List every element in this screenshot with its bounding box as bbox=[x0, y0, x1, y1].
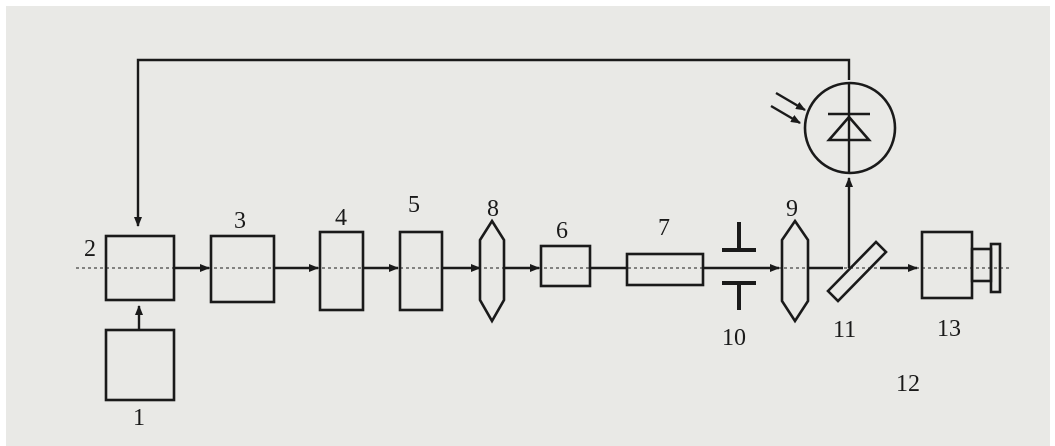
element-7-box bbox=[625, 252, 705, 287]
label-2: 2 bbox=[84, 236, 96, 262]
label-10: 10 bbox=[722, 325, 746, 351]
label-7: 7 bbox=[658, 215, 670, 241]
element-5-box bbox=[398, 230, 444, 312]
beam-splitter-icon bbox=[826, 240, 888, 303]
label-3: 3 bbox=[234, 208, 246, 234]
element-4-box bbox=[318, 230, 365, 312]
left-frame-edge bbox=[0, 0, 6, 446]
lens-icon bbox=[478, 218, 506, 324]
feedback-line bbox=[134, 58, 851, 227]
label-5: 5 bbox=[408, 192, 420, 218]
label-11: 11 bbox=[833, 317, 856, 343]
photodiode-icon bbox=[770, 81, 897, 175]
camera-icon bbox=[920, 230, 1002, 300]
right-frame-edge bbox=[1050, 0, 1055, 446]
lens-icon bbox=[780, 218, 810, 324]
label-6: 6 bbox=[556, 218, 568, 244]
label-8: 8 bbox=[487, 196, 499, 222]
top-frame-edge bbox=[0, 0, 1055, 6]
aperture-icon bbox=[722, 222, 756, 310]
label-12: 12 bbox=[896, 371, 920, 397]
label-9: 9 bbox=[786, 196, 798, 222]
label-4: 4 bbox=[335, 205, 347, 231]
label-1: 1 bbox=[133, 405, 145, 431]
element-6-box bbox=[539, 244, 592, 288]
label-13: 13 bbox=[937, 316, 961, 342]
